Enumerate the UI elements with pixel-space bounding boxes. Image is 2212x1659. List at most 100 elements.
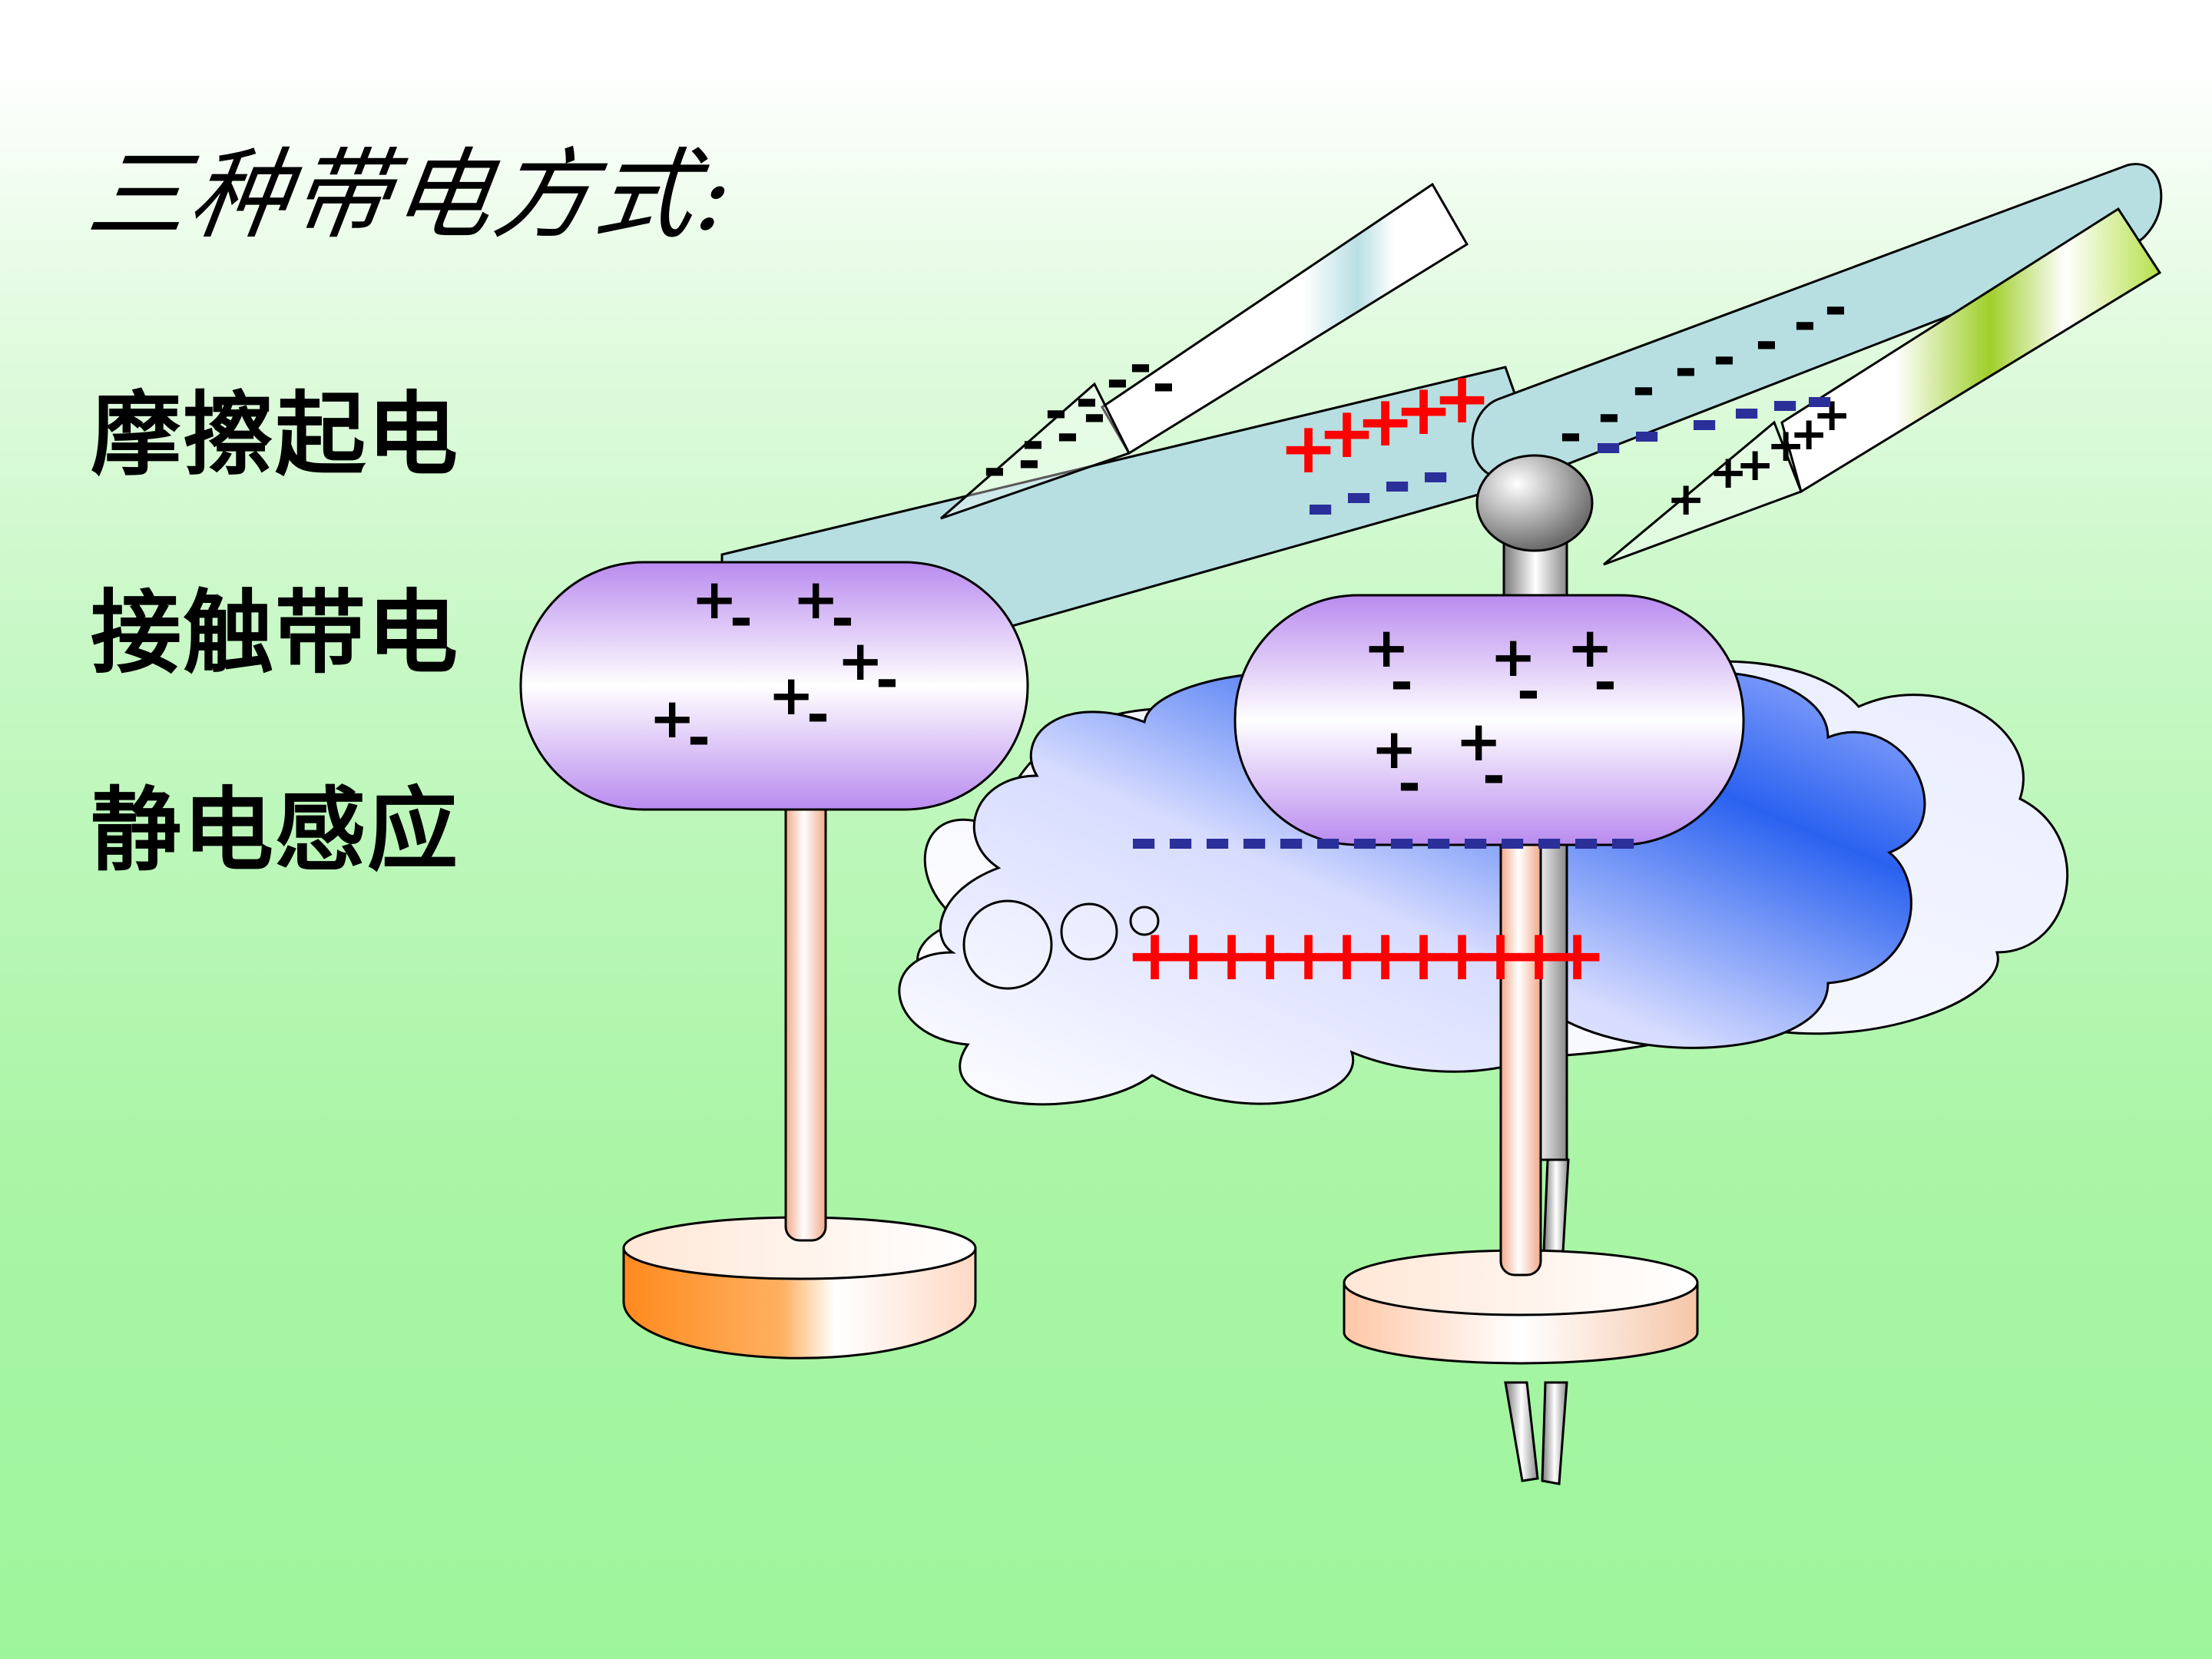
minus-charge: - [806,682,830,747]
method-electrostatic-induction: 静电感应 [91,777,460,883]
leaf-right [1541,1381,1568,1485]
minus-charge: - [1424,799,1453,881]
plus-charge: + [1202,914,1261,996]
minus-charge: - [1387,799,1416,881]
left-conductor [519,561,1029,811]
plus-charge: + [1394,369,1453,451]
plus-charge: + [1567,615,1613,680]
minus-charge: - [1482,743,1505,808]
plus-charge: + [1736,438,1774,492]
minus-charge: - [1350,799,1379,881]
minus-charge: - [687,705,710,770]
minus-charge: - [1732,369,1761,451]
minus-charge: - [1713,325,1736,389]
minus-charge: - [876,647,899,712]
plus-charge: + [1279,914,1338,996]
plus-charge: + [1790,407,1828,461]
plus-charge: + [1356,914,1415,996]
minus-charge: - [1690,380,1719,462]
method-friction-charging: 摩擦起电 [91,381,460,488]
plus-charge: + [1767,419,1805,472]
minus-charge: - [1240,799,1269,881]
plus-charge: + [691,567,737,631]
minus-charge: - [1277,799,1306,881]
minus-charge: - [1674,336,1697,401]
minus-charge: - [1461,799,1490,881]
minus-charge: - [730,586,753,651]
minus-charge: - [1824,275,1847,339]
minus-charge: - [1106,348,1129,412]
minus-charge: - [1755,310,1778,374]
minus-charge: - [1608,799,1637,881]
plus-charge: + [1548,914,1607,996]
minus-charge: - [1571,799,1601,881]
plus-charge: + [1432,357,1492,439]
minus-charge: - [1498,799,1527,881]
plus-charge: + [1509,914,1568,996]
minus-charge: - [1203,799,1232,881]
plus-charge: + [1709,445,1747,499]
right-post [1499,813,1542,1277]
plus-charge: + [1279,407,1338,489]
plus-charge: + [1471,914,1530,996]
minus-charge: - [1306,465,1335,547]
plus-charge: + [1164,914,1223,996]
minus-charge: - [1382,442,1412,524]
plus-charge: + [837,628,883,693]
plus-charge: + [1363,615,1409,680]
leaf-left [1504,1381,1539,1482]
plus-charge: + [793,567,839,631]
plus-charge: + [1455,709,1502,773]
minus-charge: - [1398,751,1421,816]
plus-charge: + [1125,914,1184,996]
leaf-upper [1542,1158,1570,1253]
minus-charge: - [983,436,1006,501]
silk-rod [1780,207,2162,494]
minus-charge: - [1152,352,1175,416]
minus-charge: - [1598,382,1621,447]
left-post [784,774,827,1242]
minus-charge: - [1022,409,1045,474]
plus-charge: + [1394,914,1453,996]
plus-charge: + [1371,717,1417,781]
minus-charge: - [831,586,854,651]
minus-charge: - [1018,429,1041,493]
minus-charge: - [1594,650,1617,714]
method-contact-charging: 接触带电 [91,579,460,686]
glass-rod-tip [940,382,1131,520]
plus-charge: + [1490,624,1536,689]
minus-charge: - [1517,659,1540,724]
minus-charge: - [1559,402,1582,466]
minus-charge: - [1632,392,1661,474]
minus-charge: - [1344,453,1373,535]
minus-charge: - [1075,367,1098,432]
electroscope-rod [1471,163,2163,482]
minus-charge: - [1535,799,1564,881]
minus-charge: - [1770,361,1800,443]
left-stand [622,774,977,1359]
plus-charge: + [1813,388,1851,442]
minus-charge: - [1390,650,1413,714]
minus-charge: - [1421,432,1450,515]
plus-charge: + [768,663,814,727]
plus-charge: + [1432,914,1492,996]
plus-charge: + [1356,380,1415,462]
plus-charge: + [1317,914,1376,996]
minus-charge: - [1313,799,1343,881]
bubble-small [1129,906,1160,936]
minus-charge: - [1793,290,1816,355]
minus-charge: - [1632,356,1655,420]
right-conductor [1233,594,1745,846]
plus-charge: + [1667,472,1705,526]
minus-charge: - [1805,357,1834,439]
plus-charge: + [649,686,695,750]
minus-charge: - [1083,382,1106,447]
minus-charge: - [1129,333,1152,397]
minus-charge: - [1166,799,1195,881]
metal-ball [1475,454,1594,552]
silk-rod-tip [1603,420,1803,566]
minus-charge: - [1045,379,1068,443]
plus-charge: + [1317,392,1376,474]
